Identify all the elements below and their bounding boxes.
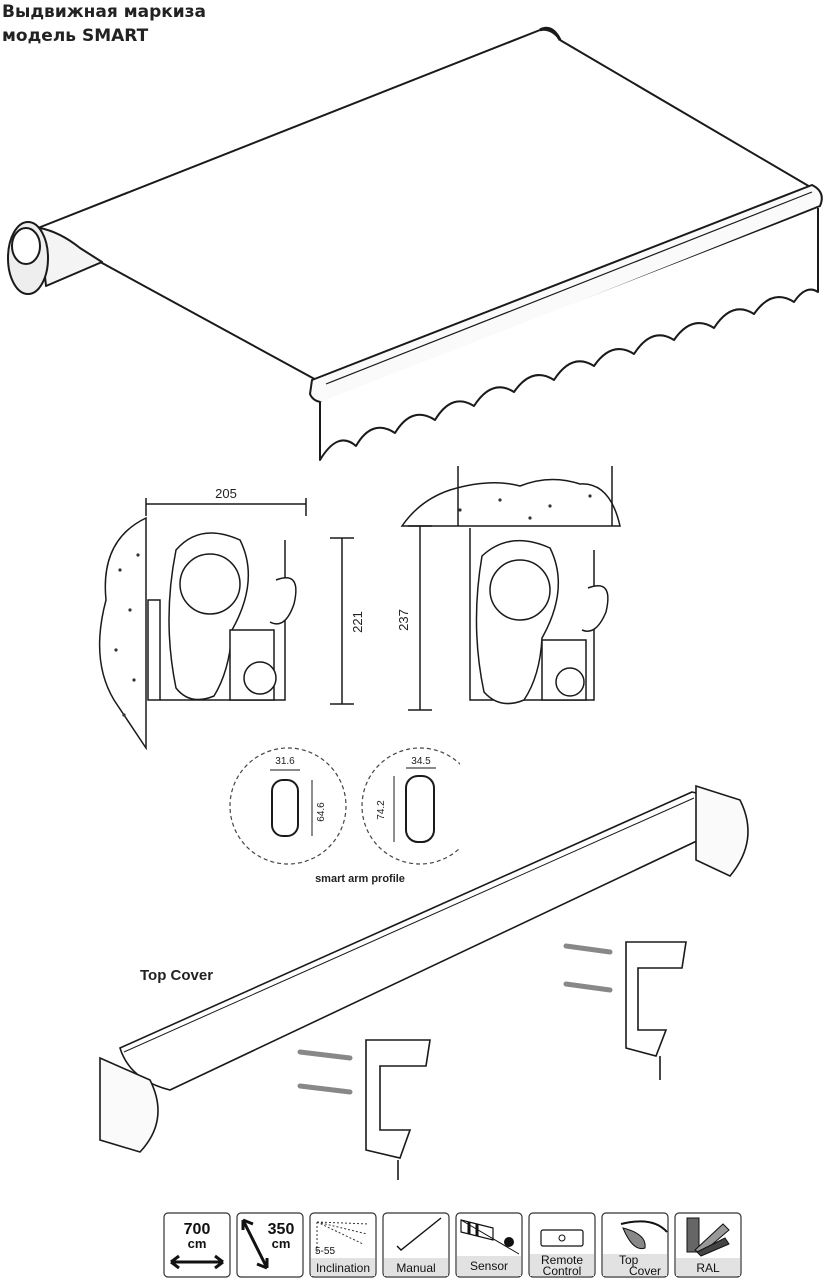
top-cover-icon: Top Cover <box>619 1220 668 1278</box>
right-profile-width: 34.5 <box>411 756 431 767</box>
sensor-label: Sensor <box>470 1259 508 1273</box>
title-line-2: модель SMART <box>2 26 149 46</box>
arm-profile-caption: smart arm profile <box>315 873 405 885</box>
page-title: Выдвижная маркиза модель SMART <box>2 0 206 48</box>
height-dimension-right: 237 <box>396 609 411 631</box>
top-cover-label: Top Cover <box>140 967 213 984</box>
height-dimension-left: 221 <box>350 611 365 633</box>
title-line-1: Выдвижная маркиза <box>2 2 207 22</box>
remote-control-icon: Remote Control <box>540 1229 584 1278</box>
wind-sun-sensor-icon: Sensor <box>460 1219 520 1273</box>
right-profile-height: 74.2 <box>376 800 387 820</box>
inclination-label: Inclination <box>316 1261 370 1275</box>
arm-profiles: 31.6 64.6 34.5 74.2 smart arm profile <box>229 747 460 885</box>
topcover-label-line-2: Cover <box>629 1264 661 1278</box>
awning-illustration <box>7 26 823 461</box>
left-profile-height: 64.6 <box>316 802 327 822</box>
ral-label: RAL <box>696 1261 720 1275</box>
inclination-range: 5-55 <box>315 1246 335 1257</box>
width-arrow-icon: 700 cm <box>170 1221 224 1270</box>
manual-label: Manual <box>396 1261 435 1275</box>
feature-icon-bar: 700 cm 350 cm 5-55 Inclination Manual <box>163 1212 749 1278</box>
width-unit: cm <box>188 1236 207 1251</box>
side-profile-drawings: 205 221 237 <box>98 466 621 750</box>
topcover-label-line-1: Top <box>619 1253 639 1267</box>
projection-arrow-icon: 350 cm <box>241 1218 295 1270</box>
ral-swatch-icon: RAL <box>686 1217 730 1275</box>
inclination-icon: 5-55 Inclination <box>315 1221 370 1275</box>
top-cover-drawing: Top Cover <box>99 784 749 1180</box>
remote-label-line-1: Remote <box>541 1253 583 1267</box>
width-value: 700 <box>184 1221 211 1238</box>
projection-unit: cm <box>272 1236 291 1251</box>
manual-crank-icon: Manual <box>396 1217 442 1275</box>
projection-value: 350 <box>268 1221 295 1238</box>
left-profile-width: 31.6 <box>275 756 295 767</box>
width-dimension: 205 <box>215 486 237 501</box>
remote-label-line-2: Control <box>543 1264 582 1278</box>
